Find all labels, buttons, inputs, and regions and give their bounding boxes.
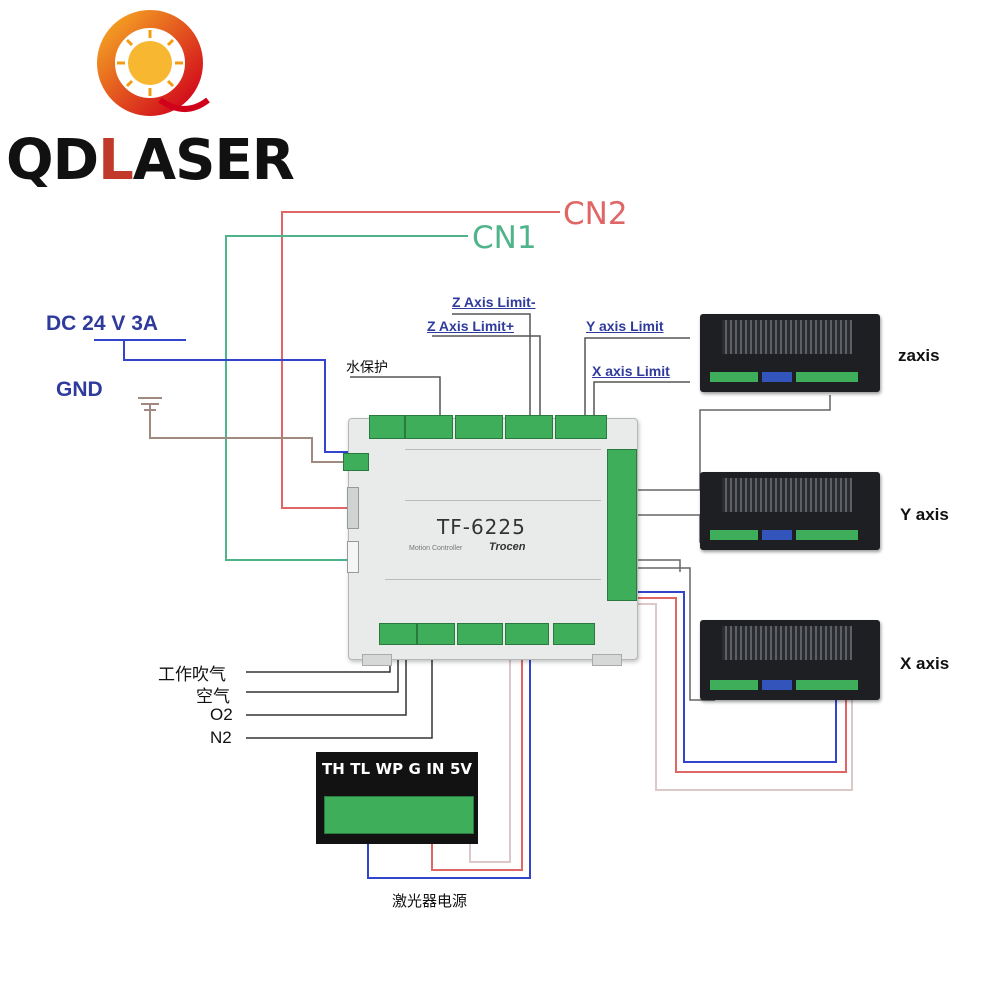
gas-label-work-blow: 工作吹气 xyxy=(158,665,226,684)
driver-terminal xyxy=(796,372,858,382)
driver-terminal xyxy=(710,530,758,540)
z-limit-plus-label: Z Axis Limit+ xyxy=(427,318,515,334)
silkscreen-bottom xyxy=(385,579,601,616)
water-protect-label: 水保护 xyxy=(346,359,388,375)
y-axis-driver xyxy=(700,472,880,550)
controller-brand: Trocen xyxy=(489,541,526,553)
controller-subtitle: Motion Controller xyxy=(409,545,463,552)
heatsink xyxy=(722,478,852,512)
y-limit-label: Y axis Limit xyxy=(586,318,664,334)
controller-model: TF-6225 xyxy=(437,515,526,539)
pin-label-in: IN xyxy=(426,760,445,778)
mount-tab xyxy=(362,654,392,666)
silkscreen-top xyxy=(405,449,601,501)
laser-power-terminal: TH TL WP G IN 5V xyxy=(316,752,478,844)
dc-power-wire xyxy=(96,339,350,453)
pin-label-tl: TL xyxy=(350,760,371,778)
terminal-block xyxy=(379,623,417,645)
pin-label-wp: WP xyxy=(375,760,404,778)
terminal-block xyxy=(555,415,607,439)
controller-board: TF-6225 Motion Controller Trocen xyxy=(343,415,638,660)
gnd-label: GND xyxy=(56,378,103,401)
dip-switch xyxy=(762,372,792,382)
driver-terminal xyxy=(796,680,858,690)
z-driver-label: zaxis xyxy=(898,346,940,365)
heatsink xyxy=(722,320,852,354)
pin-label-th: TH xyxy=(322,760,345,778)
laser-power-label: 激光器电源 xyxy=(392,893,468,910)
driver-terminal xyxy=(796,530,858,540)
cn1-cable xyxy=(225,235,468,561)
terminal-block xyxy=(457,623,503,645)
dc-underline xyxy=(94,339,186,341)
power-terminal xyxy=(343,453,369,471)
mount-tab xyxy=(592,654,622,666)
terminal-block xyxy=(553,623,595,645)
pin-label-g: G xyxy=(408,760,421,778)
terminal-block xyxy=(405,415,453,439)
brand-wordmark: QDLASER xyxy=(6,128,295,193)
gas-label-o2: O2 xyxy=(210,705,233,724)
terminal-block xyxy=(505,623,549,645)
z-limit-minus-label: Z Axis Limit- xyxy=(452,294,536,310)
cn2-label: CN2 xyxy=(563,196,628,232)
terminal-block xyxy=(369,415,405,439)
pin-label-5v: 5V xyxy=(449,760,472,778)
z-axis-driver xyxy=(700,314,880,392)
heatsink xyxy=(722,626,852,660)
ground-wire xyxy=(149,405,350,463)
gas-label-n2: N2 xyxy=(210,728,232,747)
cn2-port xyxy=(347,487,359,529)
gas-label-air: 空气 xyxy=(196,687,230,706)
terminal-block xyxy=(505,415,553,439)
terminal-pin-labels: TH TL WP G IN 5V xyxy=(322,760,472,778)
qdlaser-logo-mark xyxy=(97,10,210,116)
terminal-block xyxy=(417,623,455,645)
dip-switch xyxy=(762,680,792,690)
x-limit-label: X axis Limit xyxy=(592,363,670,379)
laser-terminal-connector xyxy=(324,796,474,834)
driver-terminal xyxy=(710,372,758,382)
dc-supply-label: DC 24 V 3A xyxy=(46,312,159,335)
cn1-label: CN1 xyxy=(472,220,537,256)
x-driver-label: X axis xyxy=(900,654,950,673)
x-axis-driver xyxy=(700,620,880,700)
terminal-block xyxy=(455,415,503,439)
dip-switch xyxy=(762,530,792,540)
driver-terminal xyxy=(607,449,637,601)
y-driver-label: Y axis xyxy=(900,505,949,524)
driver-terminal xyxy=(710,680,758,690)
cn1-port xyxy=(347,541,359,573)
